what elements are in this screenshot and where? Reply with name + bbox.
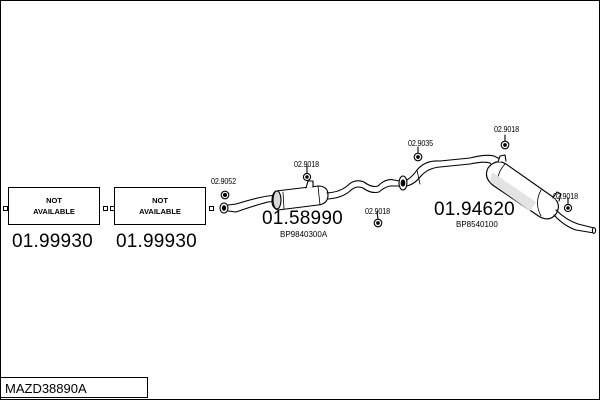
connector-left-box1 xyxy=(3,206,8,211)
part-number-box2: 01.99930 xyxy=(116,231,197,252)
connector-right-box1 xyxy=(103,206,108,211)
ref-label-gasket[interactable]: 02.9035 xyxy=(408,138,433,148)
connector-right-box2 xyxy=(209,206,214,211)
ref-label-hanger[interactable]: 02.9018 xyxy=(365,206,390,216)
part-number-middle-silencer: 01.58990 xyxy=(262,208,343,229)
rear-pipe[interactable] xyxy=(406,154,501,187)
hanger-icon[interactable] xyxy=(563,197,573,213)
part-box-1[interactable]: NOT AVAILABLE xyxy=(8,187,100,225)
joint-ring[interactable] xyxy=(398,175,408,191)
rear-silencer[interactable] xyxy=(485,154,562,220)
hanger-icon[interactable] xyxy=(373,211,383,228)
ref-label-hanger[interactable]: 02.9018 xyxy=(553,191,578,201)
intermediate-pipe[interactable] xyxy=(326,179,401,200)
tailpipe[interactable] xyxy=(553,209,597,234)
ref-label-hanger[interactable]: 02.9018 xyxy=(294,159,319,169)
hanger-icon[interactable] xyxy=(413,146,423,162)
part-number-rear-silencer: 01.94620 xyxy=(434,199,515,220)
ref-label-clamp[interactable]: 02.9052 xyxy=(211,176,236,186)
part-box-2[interactable]: NOT AVAILABLE xyxy=(114,187,206,225)
not-available-line2: AVAILABLE xyxy=(33,207,75,216)
not-available-line1: NOT xyxy=(46,196,62,205)
oem-code-middle-silencer: BP9840300A xyxy=(280,230,328,239)
clamp-icon[interactable] xyxy=(220,190,230,200)
hanger-icon[interactable] xyxy=(500,134,510,150)
oem-code-rear-silencer: BP8540100 xyxy=(456,220,498,229)
middle-silencer[interactable] xyxy=(271,180,329,211)
front-pipe[interactable] xyxy=(235,194,279,213)
not-available-line2: AVAILABLE xyxy=(139,207,181,216)
ref-label-hanger[interactable]: 02.9018 xyxy=(494,124,519,134)
front-flange[interactable] xyxy=(219,202,237,214)
part-number-box1: 01.99930 xyxy=(12,231,93,252)
model-code: MAZD38890A xyxy=(0,377,148,398)
hanger-icon[interactable] xyxy=(302,165,312,182)
not-available-line1: NOT xyxy=(152,196,168,205)
